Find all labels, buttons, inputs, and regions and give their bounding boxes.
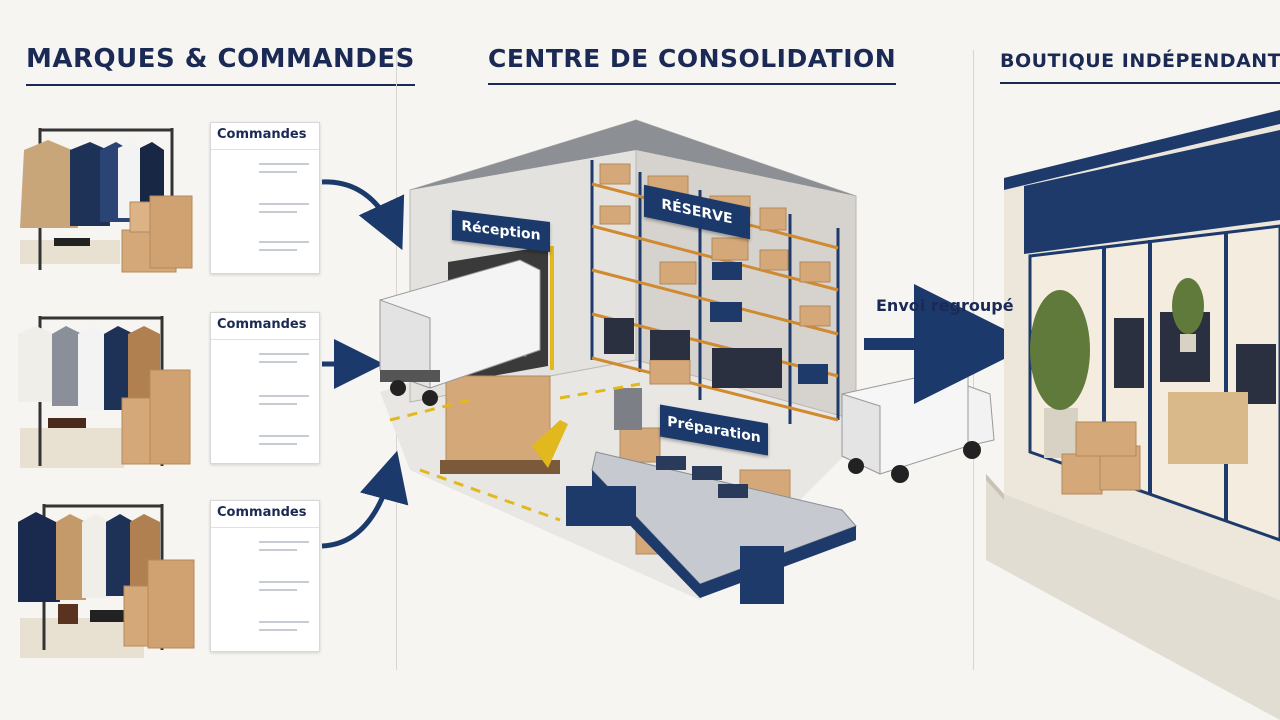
arrow-order-3-to-center bbox=[321, 450, 409, 549]
label-consolidated-shipment: Envoi regroupé bbox=[876, 296, 1014, 315]
sign-reception-text: Réception bbox=[461, 218, 541, 244]
order-card-3: Commandes bbox=[210, 500, 320, 652]
heading-consolidation-center: CENTRE DE CONSOLIDATION bbox=[488, 44, 897, 85]
sign-reserve-text: RÉSERVE bbox=[661, 196, 733, 228]
card-divider bbox=[211, 527, 319, 528]
brand-rack-1 bbox=[20, 128, 193, 273]
heading-independent-shop-text: BOUTIQUE INDÉPENDANTE bbox=[1000, 50, 1280, 72]
text-line bbox=[259, 581, 309, 583]
text-line bbox=[259, 249, 297, 251]
text-line bbox=[259, 589, 297, 591]
text-line bbox=[259, 353, 309, 355]
arrow-order-1-to-center bbox=[321, 179, 405, 251]
text-line bbox=[259, 435, 309, 437]
warehouse bbox=[379, 119, 880, 604]
heading-independent-shop: BOUTIQUE INDÉPENDANTE bbox=[1000, 50, 1280, 84]
text-line bbox=[259, 163, 309, 165]
heading-brands-orders: MARQUES & COMMANDES bbox=[26, 44, 415, 86]
text-line bbox=[259, 395, 309, 397]
text-line bbox=[259, 621, 309, 623]
text-line bbox=[259, 361, 297, 363]
order-card-title: Commandes bbox=[217, 317, 307, 332]
brand-rack-2 bbox=[18, 316, 191, 468]
text-line bbox=[259, 171, 297, 173]
order-card-title: Commandes bbox=[217, 505, 307, 520]
order-card-title: Commandes bbox=[217, 127, 307, 142]
heading-underline bbox=[26, 84, 415, 86]
delivery-truck-incoming bbox=[379, 259, 541, 406]
heading-underline bbox=[1000, 82, 1280, 84]
text-line bbox=[259, 241, 309, 243]
text-line bbox=[259, 443, 297, 445]
text-line bbox=[259, 403, 297, 405]
brand-rack-3 bbox=[18, 504, 195, 658]
order-card-1: Commandes bbox=[210, 122, 320, 274]
order-card-2: Commandes bbox=[210, 312, 320, 464]
text-line bbox=[259, 541, 309, 543]
text-line bbox=[259, 549, 297, 551]
card-divider bbox=[211, 339, 319, 340]
heading-consolidation-center-text: CENTRE DE CONSOLIDATION bbox=[488, 44, 897, 73]
boutique-storefront bbox=[986, 110, 1280, 720]
text-line bbox=[259, 211, 297, 213]
heading-brands-orders-text: MARQUES & COMMANDES bbox=[26, 44, 415, 74]
text-line bbox=[259, 203, 309, 205]
heading-underline bbox=[488, 83, 897, 85]
text-line bbox=[259, 629, 297, 631]
card-divider bbox=[211, 149, 319, 150]
delivery-truck-outgoing bbox=[841, 367, 995, 483]
